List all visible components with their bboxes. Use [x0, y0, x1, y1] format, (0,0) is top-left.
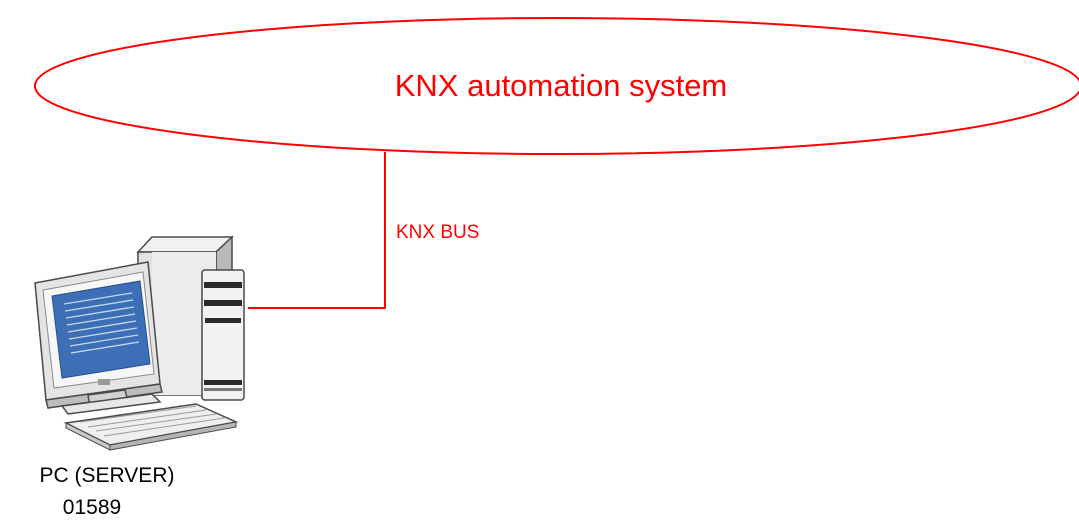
knx-system-node: KNX automation system: [34, 17, 1079, 155]
keyboard-icon: [63, 403, 239, 451]
pc-name-label: PC (SERVER): [40, 464, 175, 487]
knx-bus-label: KNX BUS: [396, 222, 479, 243]
knx-system-label: KNX automation system: [395, 68, 728, 103]
monitor-icon: [34, 261, 163, 415]
knx-system-ellipse: [34, 17, 1079, 155]
monitor-screen: [51, 280, 151, 379]
tower-icon: [136, 235, 245, 401]
knx-bus-line: [248, 152, 386, 309]
pc-caption: PC (SERVER) 01589: [40, 464, 175, 519]
desktop-computer-icon: [34, 235, 245, 451]
pc-code-label: 01589: [63, 496, 121, 519]
knx-bus-connection: KNX BUS: [248, 152, 479, 309]
